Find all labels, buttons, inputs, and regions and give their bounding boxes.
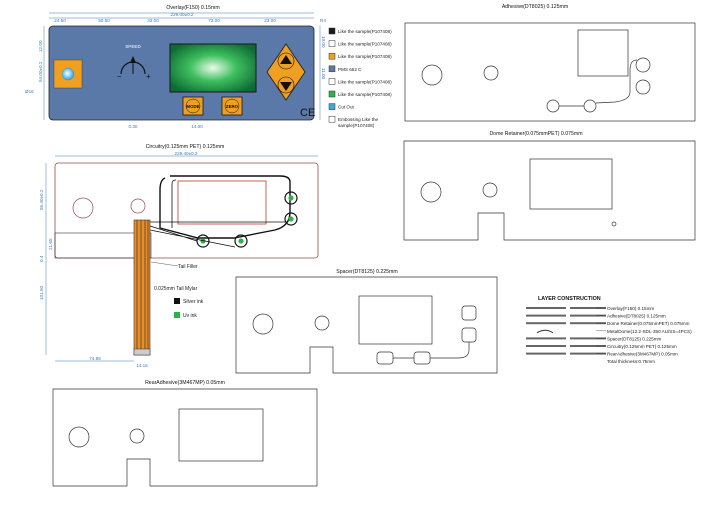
rear-title: RearAdhesive(3M467MP) 0.05mm: [145, 380, 225, 386]
layer-bar: [570, 307, 606, 309]
legend-label: Like the sample(P107408): [338, 29, 392, 34]
legend-swatch: [328, 65, 336, 73]
overlay-title: Overlay(F150) 0.15mm: [166, 5, 219, 11]
layer-bar: [570, 337, 606, 340]
legend-label: Cut Out: [338, 105, 355, 110]
layer-label: RearAdhesive(3M467MP) 0.05mm: [607, 352, 678, 357]
overlay-dim-right-1: 19.00: [321, 36, 326, 48]
adhesive-drawing: Adhesive(DT8025) 0.125mm: [404, 4, 696, 122]
zero-button-label: ZERO: [226, 104, 239, 109]
overlay-dim-left-2: 54.00±0.2: [38, 61, 43, 82]
tail-filler-label: Tail Filler: [178, 264, 198, 270]
legend-label-line2: sample(P107408): [338, 123, 375, 128]
overlay-dim-2: 50.50: [98, 18, 110, 23]
layer-bar: [570, 345, 606, 347]
circuitry-dim-total: 229.40±0.2: [175, 151, 198, 156]
spacer-outline: [235, 276, 498, 374]
tail-filler: [133, 219, 151, 356]
layer-bar: [526, 307, 566, 309]
adhesive-title: Adhesive(DT8025) 0.125mm: [502, 4, 568, 10]
overlay-dim-3: 33.00: [147, 18, 159, 23]
circuitry-outline: [54, 162, 319, 259]
legend-swatch: [328, 115, 336, 123]
layer-label: Adhesive(DT8025) 0.125mm: [607, 314, 666, 319]
legend-swatch: [328, 27, 336, 35]
overlay-dim-4: 73.00: [208, 18, 220, 23]
uv-ink-swatch: [174, 312, 180, 318]
led-indicator: [61, 67, 75, 81]
circuitry-dim-bottom-1: 74.86: [89, 356, 101, 361]
dome-outline: [403, 140, 696, 241]
lcd-window: [169, 43, 257, 93]
legend-swatch: [328, 40, 336, 47]
overlay-dim-bottom-1: 0.30: [129, 124, 138, 129]
rear-adhesive-drawing: RearAdhesive(3M467MP) 0.05mm: [52, 380, 318, 487]
legend-label: Embossing Like the: [338, 117, 379, 122]
layer-label: Circuitry(0.125mm PET) 0.125mm: [607, 344, 677, 349]
layer-bar: [570, 352, 606, 355]
legend-swatch: [328, 103, 336, 110]
layers-title: LAYER CONSTRUCTION: [538, 296, 601, 302]
layer-bar: [526, 337, 566, 340]
layer-bar: [570, 314, 606, 317]
legend-swatch: [328, 52, 336, 60]
overlay-dim-right-2: 11.00: [321, 68, 326, 80]
overlay-dim-total: 229.00±0.2: [171, 12, 194, 17]
mode-button-label: MODE: [186, 104, 199, 109]
speed-plus: +: [146, 72, 151, 81]
silver-ink-label: Silver ink: [183, 299, 204, 305]
circuitry-dim-left-3: 0.4: [39, 255, 44, 262]
legend-label: PMS 652 C: [338, 67, 362, 72]
rear-outline: [52, 388, 318, 487]
legend-label: Like the sample(P107408): [338, 79, 392, 84]
color-legend: Like the sample(P107408) Like the sample(…: [328, 27, 392, 128]
overlay-dim-1: 24.50: [54, 18, 66, 23]
ce-mark: CE: [300, 107, 315, 119]
down-arrow-icon: [280, 82, 292, 91]
spacer-title: Spacer(DT8125) 0.225mm: [336, 269, 397, 275]
speed-label: SPEED: [125, 44, 141, 49]
updown-key: [266, 43, 306, 101]
layer-bar: [526, 314, 566, 317]
overlay-dim-r: R4: [320, 18, 326, 23]
circuitry-dim-left-2: 21.65: [48, 238, 53, 250]
layer-label: Spacer(DT8125) 0.225mm: [607, 336, 662, 341]
layer-label: Dome Retainer(0.075mmPET) 0.075mm: [607, 321, 690, 326]
dome-title: Dome Retainer(0.075mmPET) 0.075mm: [489, 131, 582, 137]
layer-label: Total thickness:0.75mm: [607, 359, 655, 364]
circuitry-dim-left-1: 55.40±0.2: [39, 189, 44, 210]
legend-label: Like the sample(P107408): [338, 92, 392, 97]
speed-dial-arrow-icon: [130, 56, 136, 63]
up-arrow-icon: [280, 55, 292, 64]
circuitry-dim-left-4: 101.50: [39, 286, 44, 300]
layer-bar: [570, 322, 606, 325]
layer-bar: [536, 329, 554, 334]
circuitry-drawing: Circuitry(0.125mm PET) 0.125mm 229.40±0.…: [39, 144, 319, 368]
layer-label: Overlay(F150) 0.15mm: [607, 306, 654, 311]
overlay-dim-phi: Ø16: [25, 89, 34, 94]
tail-mylar-label: 0.025mm Tail Mylar: [154, 286, 198, 292]
adhesive-outline: [404, 22, 696, 122]
layer-construction: LAYER CONSTRUCTION Overlay(F150) 0.15mmA…: [526, 296, 692, 364]
spacer-drawing: Spacer(DT8125) 0.225mm: [235, 269, 498, 374]
layer-label: MetalDome(12.2-SDL-350 AU/SS=4PCS): [607, 329, 692, 334]
legend-swatch: [328, 78, 336, 85]
legend-label: Like the sample(P107408): [338, 42, 392, 47]
silver-ink-swatch: [174, 298, 180, 304]
overlay-dim-5: 23.00: [264, 18, 276, 23]
layer-bar: [526, 352, 566, 355]
uv-ink-label: Uv ink: [183, 313, 197, 319]
legend-label: Like the sample(P107408): [338, 54, 392, 59]
legend-swatch: [328, 90, 336, 98]
layer-bar: [526, 345, 566, 347]
layer-bar: [526, 322, 566, 325]
circuitry-dim-bottom-2: 14.16: [136, 363, 148, 368]
overlay-drawing: Overlay(F150) 0.15mm 229.00±0.2 24.50 50…: [25, 5, 326, 129]
circuitry-title: Circuitry(0.125mm PET) 0.125mm: [146, 144, 225, 150]
overlay-dim-left-1: 12.00: [38, 40, 43, 52]
dome-retainer-drawing: Dome Retainer(0.075mmPET) 0.075mm: [403, 131, 696, 241]
speed-minus: −: [117, 72, 122, 81]
overlay-dim-bottom-2: 14.00: [191, 124, 203, 129]
